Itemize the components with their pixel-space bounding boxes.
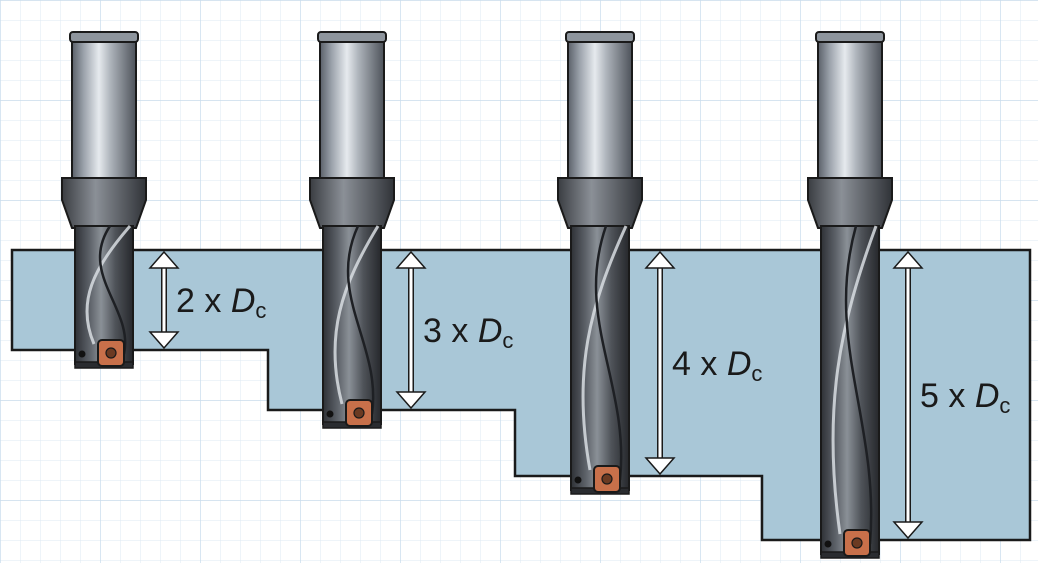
depth-symbol: D [727,345,752,383]
depth-multiplier: 4 [672,345,700,383]
drill-2 [309,31,395,429]
depth-arrow-4 [892,250,924,540]
depth-times: x [204,282,230,320]
depth-subscript: c [255,298,266,323]
drill-body [570,225,630,491]
labels-layer: 2 x Dc3 x Dc4 x Dc5 x Dc [148,250,1010,540]
drill-3 [557,31,643,495]
drill-shank-cap [815,31,885,43]
drill-4 [807,31,893,559]
drill-shank [567,37,633,179]
drill-shank [71,37,137,179]
coolant-hole [824,540,832,548]
depth-times: x [451,312,477,350]
drill-flute-edge [98,225,127,355]
coolant-hole [574,476,582,484]
depth-arrow-3 [644,250,676,476]
drill-flute-highlight [333,225,380,405]
depth-subscript: c [999,393,1010,418]
depth-multiplier: 3 [423,312,451,350]
insert-screw [851,537,863,549]
depth-arrow-1 [148,250,180,350]
drill-1 [61,31,147,369]
drill-flute-edge [346,225,375,415]
drill-collar [309,177,395,229]
drill-shank-cap [565,31,635,43]
depth-subscript: c [751,361,762,386]
drill-flute-edge [594,225,623,481]
drills-layer [61,31,893,559]
workpiece-block [10,248,1032,542]
depth-label-2: 3 x Dc [423,312,513,353]
drill-collar [557,177,643,229]
coolant-hole [78,350,86,358]
depth-arrow-2 [395,250,427,410]
drill-shank [817,37,883,179]
drill-collar [807,177,893,229]
coolant-hole [326,410,334,418]
depth-symbol: D [231,282,256,320]
depth-times: x [700,345,726,383]
drill-shank-cap [69,31,139,43]
depth-label-1: 2 x Dc [176,282,266,323]
drill-body [820,225,880,555]
depth-multiplier: 5 [920,377,948,415]
drill-collar [61,177,147,229]
depth-label-4: 5 x Dc [920,377,1010,418]
depth-times: x [948,377,974,415]
drill-shank [319,37,385,179]
drill-flute-highlight [831,225,878,535]
depth-symbol: D [975,377,1000,415]
drill-shank-cap [317,31,387,43]
drill-flute-highlight [85,225,132,345]
insert-screw [601,473,613,485]
depth-subscript: c [502,328,513,353]
depth-multiplier: 2 [176,282,204,320]
insert-screw [105,347,117,359]
depth-label-3: 4 x Dc [672,345,762,386]
drill-flute-edge [844,225,873,545]
insert-screw [353,407,365,419]
depth-symbol: D [478,312,503,350]
drill-flute-highlight [581,225,628,471]
